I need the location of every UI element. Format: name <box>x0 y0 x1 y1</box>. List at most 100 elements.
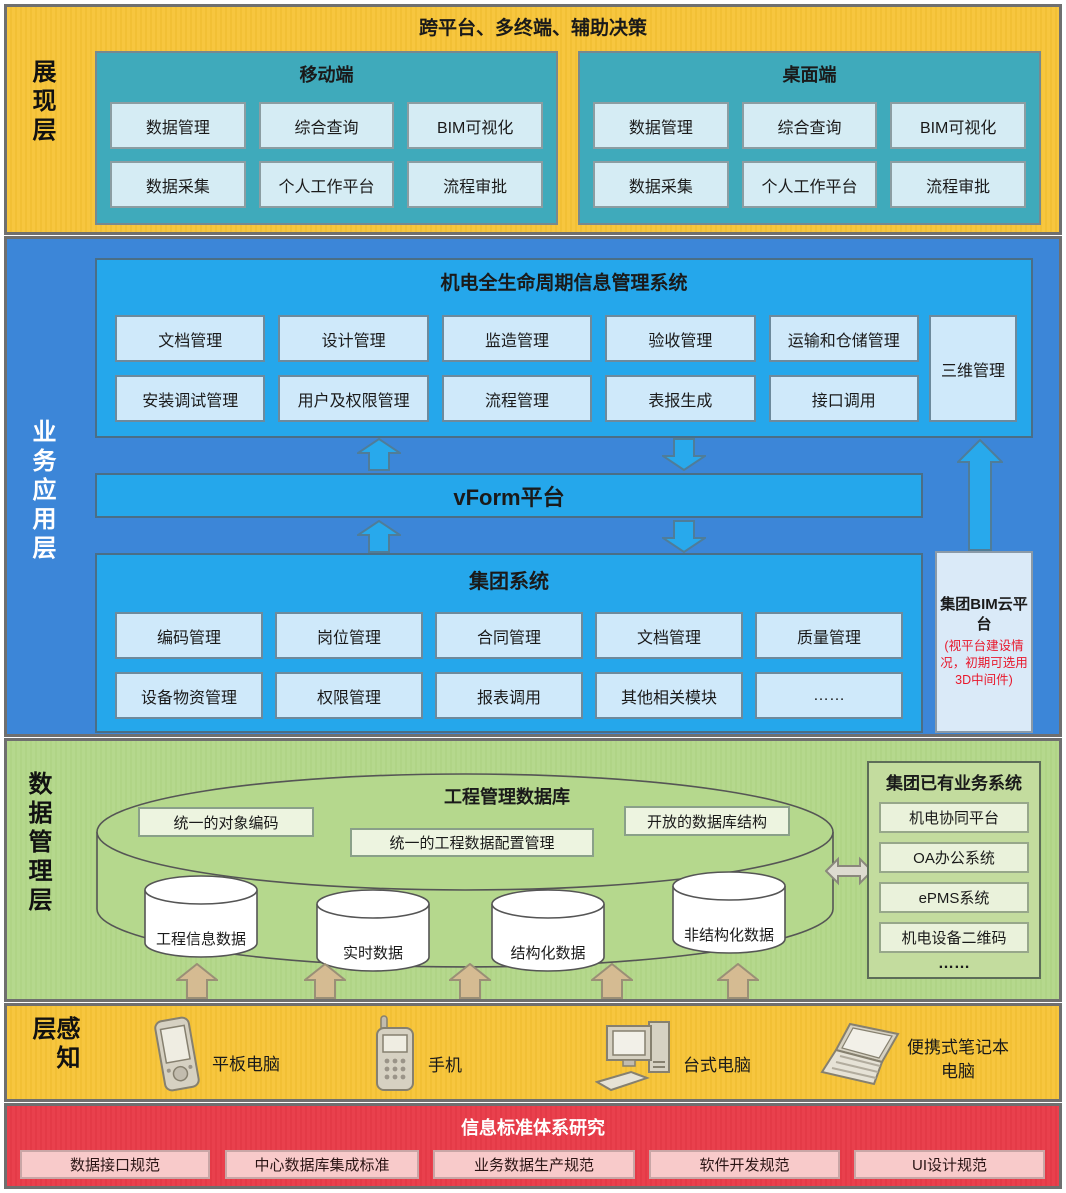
tablet-icon <box>154 1016 200 1092</box>
module-box: 数据采集 <box>593 161 729 208</box>
down-arrow-icon <box>662 438 706 471</box>
device-label: 手机 <box>428 1056 462 1075</box>
module-box: 个人工作平台 <box>741 161 878 208</box>
mobile-panel-title: 移动端 <box>299 65 354 85</box>
existing-systems-list: 机电协同平台 OA办公系统 ePMS系统 机电设备二维码 <box>869 802 1039 953</box>
group-system-title: 集团系统 <box>469 571 549 593</box>
module-box: BIM可视化 <box>407 102 543 149</box>
mes-title: 机电全生命周期信息管理系统 <box>440 273 688 294</box>
presentation-layer: 展现层 跨平台、多终端、辅助决策 移动端 数据管理 综合查询 BIM可视化 数据… <box>4 4 1062 235</box>
standard-box: 数据接口规范 <box>20 1150 210 1179</box>
module-box: 其他相关模块 <box>595 672 743 719</box>
desktop-icon <box>595 1021 670 1092</box>
bim-cloud-box: 集团BIM云平台 (视平台建设情况，初期可选用3D中间件) <box>935 551 1033 733</box>
database-title: 工程管理数据库 <box>444 787 570 807</box>
business-layer: 业务应用层 机电全生命周期信息管理系统 文档管理 设计管理 监造管理 验收管理 … <box>4 236 1062 737</box>
module-box: 流程管理 <box>441 375 593 422</box>
module-box: 岗位管理 <box>275 612 423 659</box>
module-box: BIM可视化 <box>890 102 1026 149</box>
cylinder-icon <box>144 875 258 958</box>
vform-platform: vForm平台 <box>95 473 923 518</box>
module-box: 验收管理 <box>605 315 756 362</box>
module-box: 设计管理 <box>278 315 429 362</box>
cylinder-icon <box>491 889 605 972</box>
module-box: 合同管理 <box>435 612 583 659</box>
up-arrow-icon <box>357 520 401 553</box>
existing-systems-title: 集团已有业务系统 <box>886 774 1022 793</box>
module-box: 数据管理 <box>110 102 246 149</box>
data-cylinder: 工程信息数据 <box>143 873 259 961</box>
data-cylinder: 非结构化数据 <box>671 869 787 957</box>
module-box: 报表调用 <box>435 672 583 719</box>
device-label: 平板电脑 <box>212 1055 280 1074</box>
data-layer-label: 数据管理层 <box>24 771 51 916</box>
module-box: 文档管理 <box>115 315 266 362</box>
perception-layer-label: 感知层 <box>28 1016 79 1074</box>
desktop-panel: 桌面端 数据管理 综合查询 BIM可视化 数据采集 个人工作平台 流程审批 <box>578 51 1041 225</box>
group-system-panel: 集团系统 编码管理 岗位管理 合同管理 文档管理 质量管理 设备物资管理 权限管… <box>95 553 923 733</box>
up-arrow-icon <box>357 438 401 471</box>
business-layer-label: 业务应用层 <box>28 419 55 564</box>
module-box: 用户及权限管理 <box>278 375 429 422</box>
feature-box: 开放的数据库结构 <box>624 806 790 836</box>
feature-box: 统一的对象编码 <box>138 807 314 837</box>
data-cylinder: 结构化数据 <box>490 887 606 975</box>
cylinder-label: 非结构化数据 <box>683 927 774 944</box>
module-box: 权限管理 <box>275 672 423 719</box>
cylinder-icon <box>316 889 430 972</box>
device-label: 台式电脑 <box>683 1056 751 1075</box>
existing-systems-panel: 集团已有业务系统 机电协同平台 OA办公系统 ePMS系统 机电设备二维码 …… <box>867 761 1041 979</box>
module-box: 综合查询 <box>741 102 878 149</box>
down-arrow-icon <box>662 520 706 553</box>
module-box: 流程审批 <box>890 161 1026 208</box>
existing-system-box: 机电协同平台 <box>879 802 1029 833</box>
bim-cloud-title: 集团BIM云平台 <box>940 596 1028 633</box>
tan-up-arrow-icon <box>176 963 218 999</box>
tan-up-arrow-icon <box>449 963 491 999</box>
cylinder-label: 结构化数据 <box>510 945 586 962</box>
cylinder-label: 实时数据 <box>342 945 403 962</box>
module-box: 质量管理 <box>755 612 903 659</box>
existing-system-box: ePMS系统 <box>879 882 1029 913</box>
presentation-layer-label: 展现层 <box>28 59 55 146</box>
mobile-panel: 移动端 数据管理 综合查询 BIM可视化 数据采集 个人工作平台 流程审批 <box>95 51 558 225</box>
mes-module-grid: 文档管理 设计管理 监造管理 验收管理 运输和仓储管理 安装调试管理 用户及权限… <box>115 315 919 422</box>
cylinder-label: 工程信息数据 <box>155 931 246 948</box>
existing-systems-more: …… <box>938 955 970 972</box>
standards-layer: 信息标准体系研究 数据接口规范 中心数据库集成标准 业务数据生产规范 软件开发规… <box>4 1103 1062 1189</box>
tan-up-arrow-icon <box>591 963 633 999</box>
module-box: 监造管理 <box>441 315 593 362</box>
cylinder-icon <box>672 871 786 954</box>
module-box: 流程审批 <box>407 161 543 208</box>
device-label: 便携式笔记本电脑 <box>907 1038 1009 1081</box>
mes-panel: 机电全生命周期信息管理系统 文档管理 设计管理 监造管理 验收管理 运输和仓储管… <box>95 258 1033 438</box>
module-box: 运输和仓储管理 <box>768 315 919 362</box>
module-box: 数据采集 <box>110 161 246 208</box>
phone-icon <box>376 1015 414 1091</box>
bim-cloud-note: (视平台建设情况，初期可选用3D中间件) <box>940 639 1028 687</box>
module-box: 综合查询 <box>258 102 395 149</box>
data-cylinder: 实时数据 <box>315 887 431 975</box>
desktop-panel-title: 桌面端 <box>782 65 837 85</box>
laptop-icon <box>820 1022 900 1086</box>
double-arrow-icon <box>825 856 873 886</box>
module-box: 文档管理 <box>595 612 743 659</box>
mobile-module-grid: 数据管理 综合查询 BIM可视化 数据采集 个人工作平台 流程审批 <box>110 102 543 208</box>
perception-layer: 感知层 平板电脑 手机 <box>4 1003 1062 1102</box>
module-box: 编码管理 <box>115 612 263 659</box>
standards-title: 信息标准体系研究 <box>461 1118 605 1138</box>
module-box: 安装调试管理 <box>115 375 266 422</box>
database-disk-icon <box>96 773 834 968</box>
module-box-3d: 三维管理 <box>929 315 1017 422</box>
module-box: 接口调用 <box>768 375 919 422</box>
group-module-grid: 编码管理 岗位管理 合同管理 文档管理 质量管理 设备物资管理 权限管理 报表调… <box>115 612 903 719</box>
standard-box: 软件开发规范 <box>649 1150 840 1179</box>
tan-up-arrow-icon <box>304 963 346 999</box>
module-box: …… <box>755 672 903 719</box>
module-box: 设备物资管理 <box>115 672 263 719</box>
desktop-module-grid: 数据管理 综合查询 BIM可视化 数据采集 个人工作平台 流程审批 <box>593 102 1026 208</box>
module-box: 数据管理 <box>593 102 729 149</box>
standard-box: UI设计规范 <box>854 1150 1045 1179</box>
existing-system-box: OA办公系统 <box>879 842 1029 873</box>
